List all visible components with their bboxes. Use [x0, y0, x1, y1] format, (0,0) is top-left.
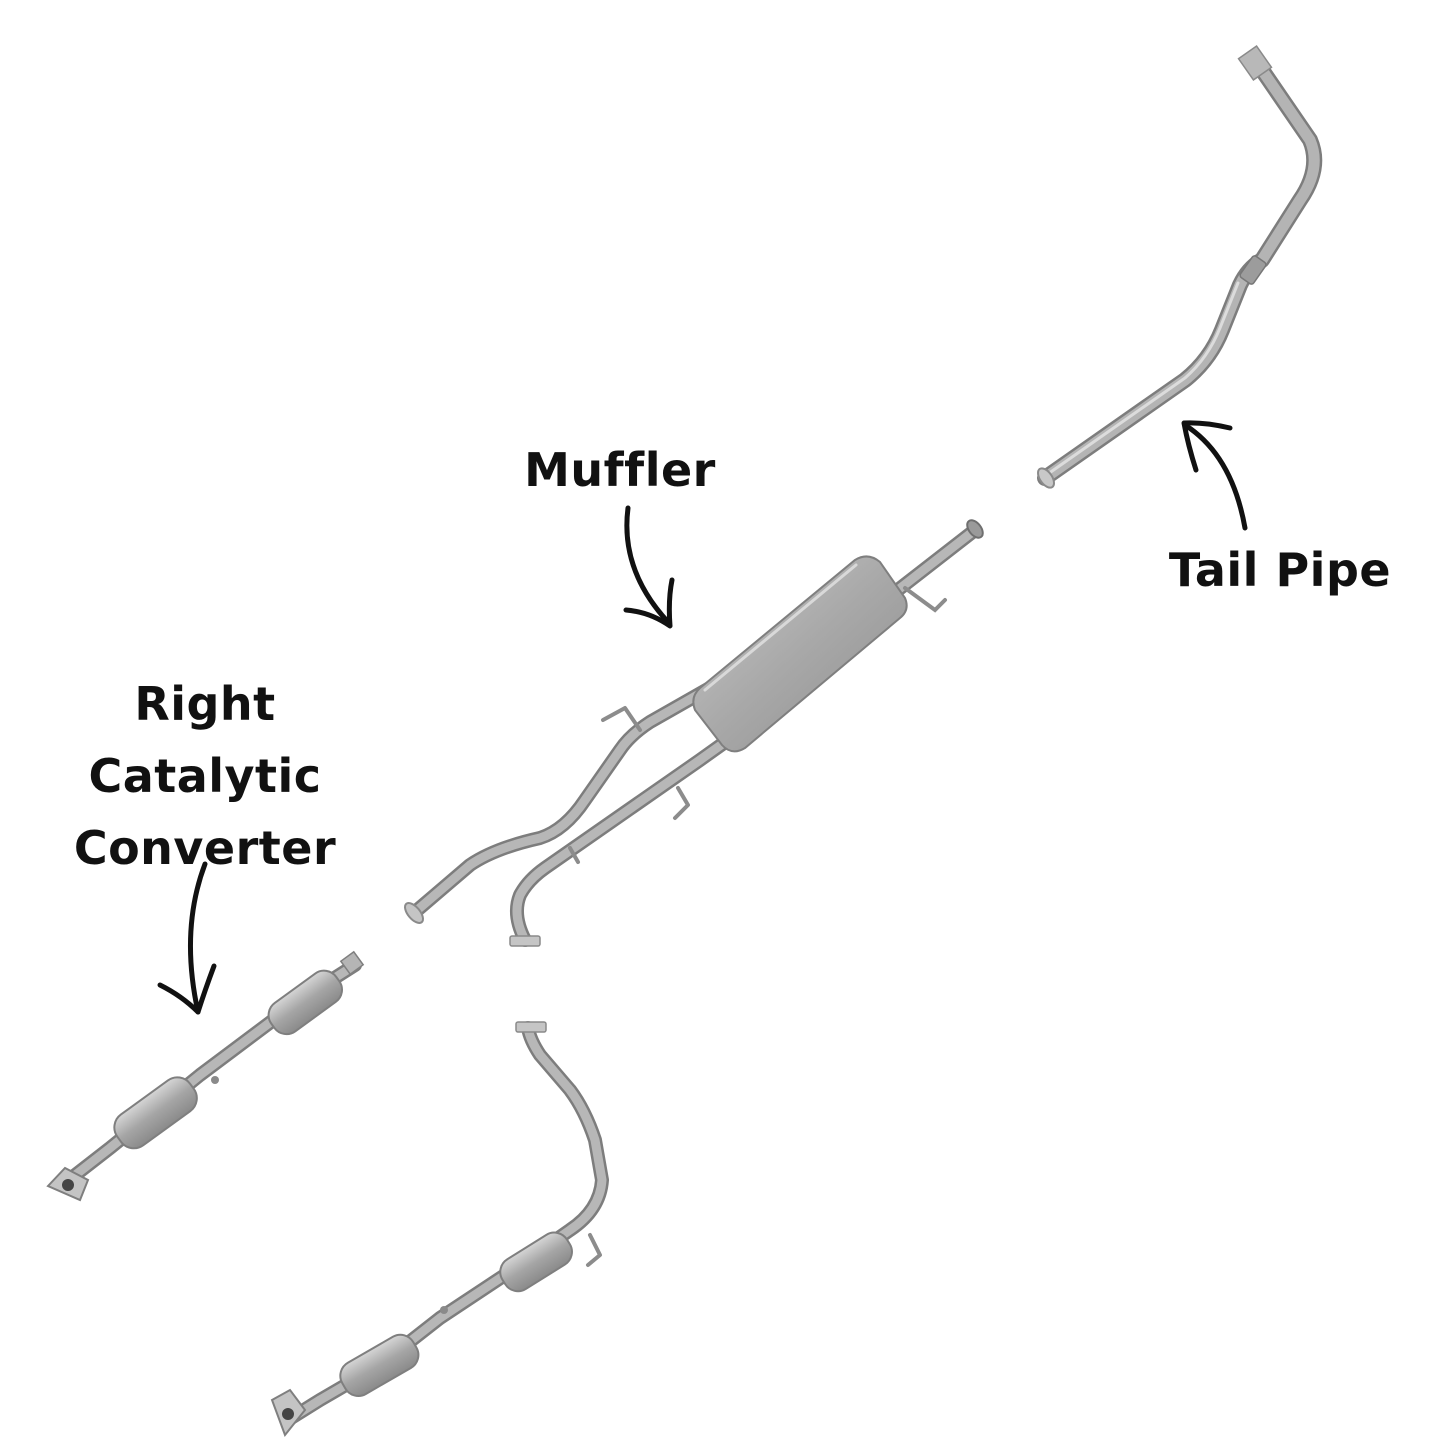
cat-label-line-2: Catalytic — [88, 749, 322, 803]
left-catalytic-converter — [270, 1021, 609, 1438]
tail-pipe-label: Tail Pipe — [1168, 543, 1392, 597]
cat-label-line-1: Right — [134, 677, 276, 731]
right-catalytic-converter — [46, 950, 365, 1202]
tail-pipe — [1037, 44, 1323, 489]
cat-arrow-icon — [157, 861, 217, 1015]
cat-label-line-3: Converter — [73, 821, 337, 875]
muffler-arrow-icon — [623, 505, 675, 629]
muffler-assembly — [404, 519, 984, 947]
muffler-label: Muffler — [524, 443, 716, 497]
right-catalytic-converter-label: Right Catalytic Converter — [40, 668, 370, 884]
tail-pipe-arrow-icon — [1181, 420, 1248, 531]
